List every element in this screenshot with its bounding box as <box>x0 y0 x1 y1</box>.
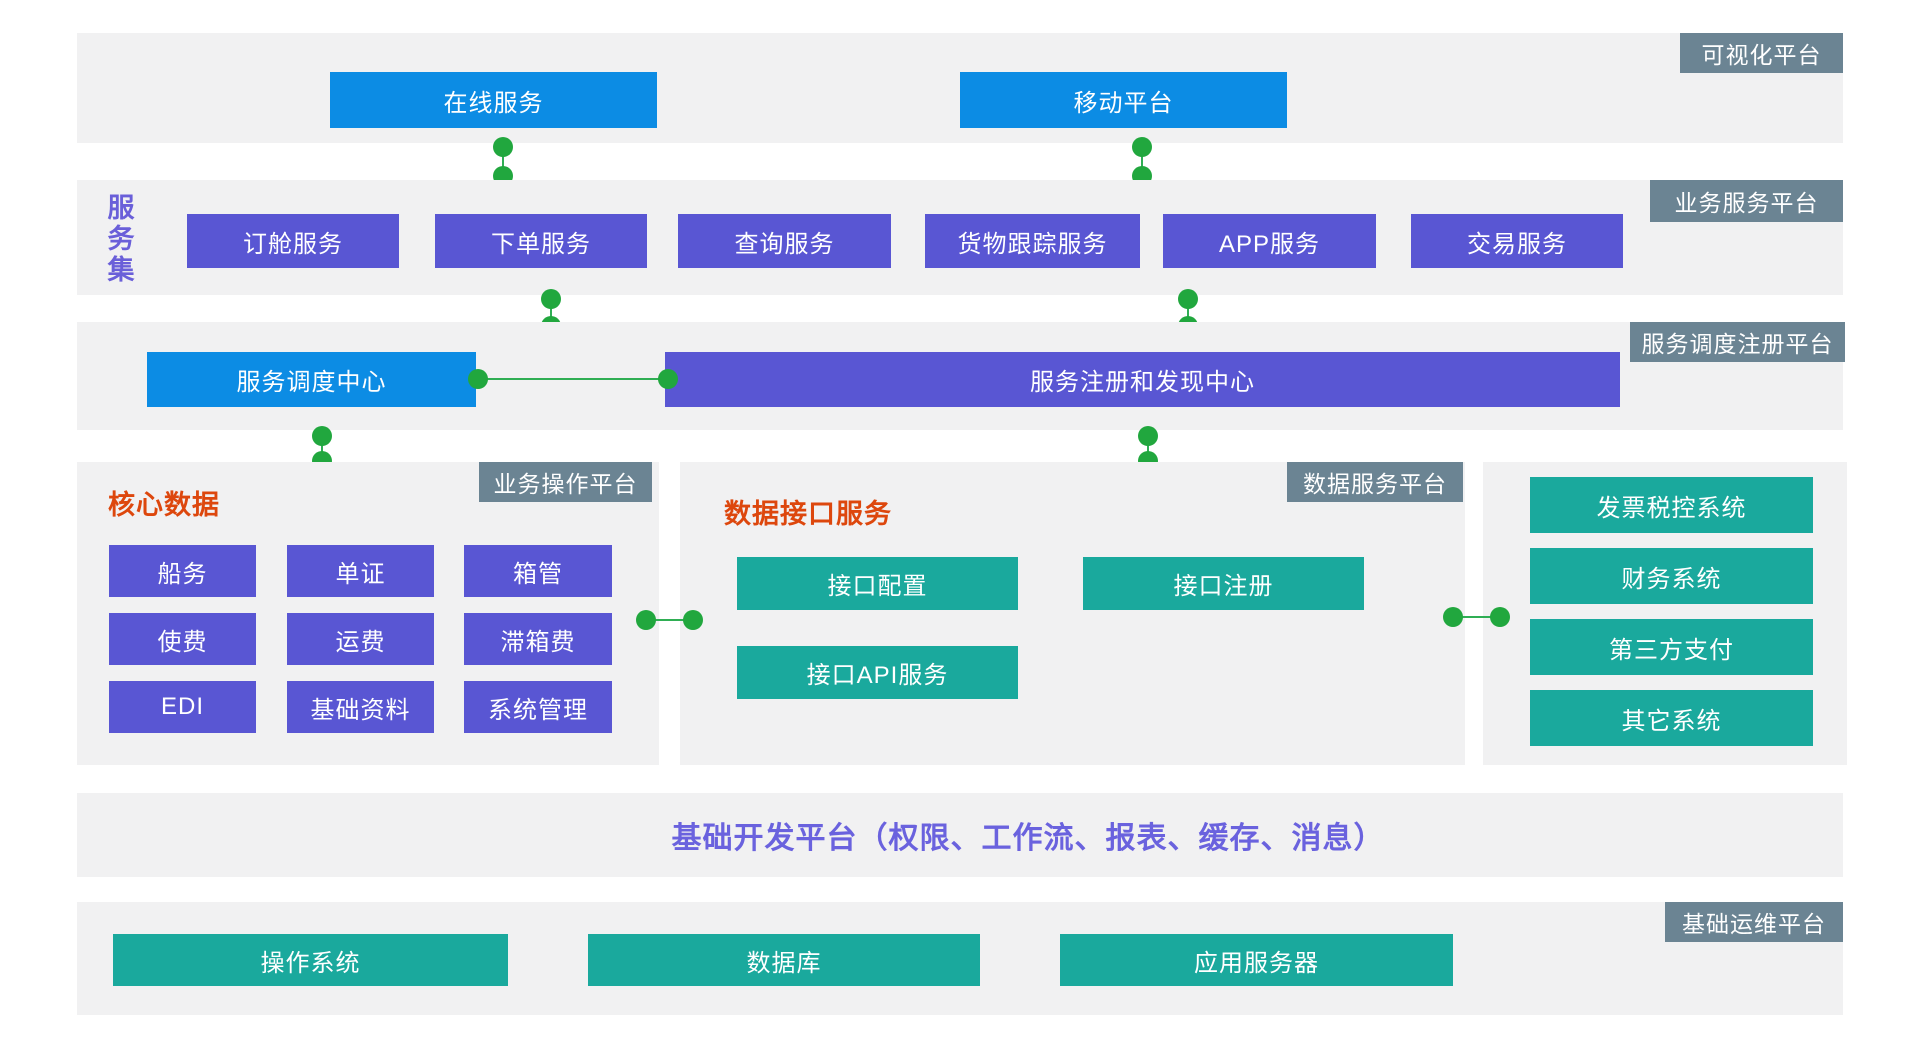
connector-line <box>1453 616 1500 618</box>
node-interface-api-service: 接口API服务 <box>737 646 1018 699</box>
node-third-party-payment: 第三方支付 <box>1530 619 1813 675</box>
node-shipping: 船务 <box>109 545 256 597</box>
connector-line <box>478 378 668 380</box>
connector-line <box>550 299 552 326</box>
band-base-dev-platform <box>77 793 1843 877</box>
node-database: 数据库 <box>588 934 980 986</box>
badge-data-service-platform: 数据服务平台 <box>1287 462 1463 502</box>
node-other-systems: 其它系统 <box>1530 690 1813 746</box>
node-app-service: APP服务 <box>1163 214 1376 268</box>
node-container-mgmt: 箱管 <box>464 545 612 597</box>
node-interface-config: 接口配置 <box>737 557 1018 610</box>
connector-dot <box>1443 607 1463 627</box>
connector-dot <box>493 137 513 157</box>
node-demurrage: 滞箱费 <box>464 613 612 665</box>
connector-dot <box>541 289 561 309</box>
node-documents: 单证 <box>287 545 434 597</box>
node-app-server: 应用服务器 <box>1060 934 1453 986</box>
connector-dot <box>1132 137 1152 157</box>
node-edi: EDI <box>109 681 256 733</box>
node-service-registry-discovery-center: 服务注册和发现中心 <box>665 352 1620 407</box>
connector-line <box>502 147 504 176</box>
node-system-mgmt: 系统管理 <box>464 681 612 733</box>
node-freight: 运费 <box>287 613 434 665</box>
node-query-service: 查询服务 <box>678 214 891 268</box>
node-trade-service: 交易服务 <box>1411 214 1623 268</box>
label-service-set: 服务集 <box>107 193 135 285</box>
node-port-charges: 使费 <box>109 613 256 665</box>
node-finance-system: 财务系统 <box>1530 548 1813 604</box>
node-service-dispatch-center: 服务调度中心 <box>147 352 476 407</box>
connector-dot <box>1490 607 1510 627</box>
title-core-data: 核心数据 <box>108 490 220 520</box>
node-operating-system: 操作系统 <box>113 934 508 986</box>
connector-dot <box>1138 426 1158 446</box>
connector-line <box>1147 436 1149 461</box>
connector-dot <box>683 610 703 630</box>
connector-line <box>1187 299 1189 326</box>
connector-dot <box>658 369 678 389</box>
connector-line <box>646 619 693 621</box>
node-mobile-platform: 移动平台 <box>960 72 1287 128</box>
badge-business-operation-platform: 业务操作平台 <box>479 462 652 502</box>
connector-line <box>321 436 323 461</box>
badge-business-service-platform: 业务服务平台 <box>1650 180 1843 222</box>
badge-dispatch-registry-platform: 服务调度注册平台 <box>1630 322 1845 362</box>
connector-dot <box>1178 289 1198 309</box>
node-order-service: 下单服务 <box>435 214 647 268</box>
connector-dot <box>636 610 656 630</box>
title-data-interface-service: 数据接口服务 <box>724 499 892 529</box>
node-booking-service: 订舱服务 <box>187 214 399 268</box>
label-base-dev-platform: 基础开发平台（权限、工作流、报表、缓存、消息） <box>671 822 1385 855</box>
connector-dot <box>468 369 488 389</box>
node-invoice-tax-system: 发票税控系统 <box>1530 477 1813 533</box>
node-interface-registry: 接口注册 <box>1083 557 1364 610</box>
badge-visualization-platform: 可视化平台 <box>1680 33 1843 73</box>
node-cargo-tracking-service: 货物跟踪服务 <box>925 214 1140 268</box>
connector-line <box>1141 147 1143 176</box>
connector-dot <box>312 426 332 446</box>
node-online-service: 在线服务 <box>330 72 657 128</box>
panel-data-service <box>680 462 1465 765</box>
node-base-data: 基础资料 <box>287 681 434 733</box>
badge-base-ops-platform: 基础运维平台 <box>1665 902 1843 942</box>
